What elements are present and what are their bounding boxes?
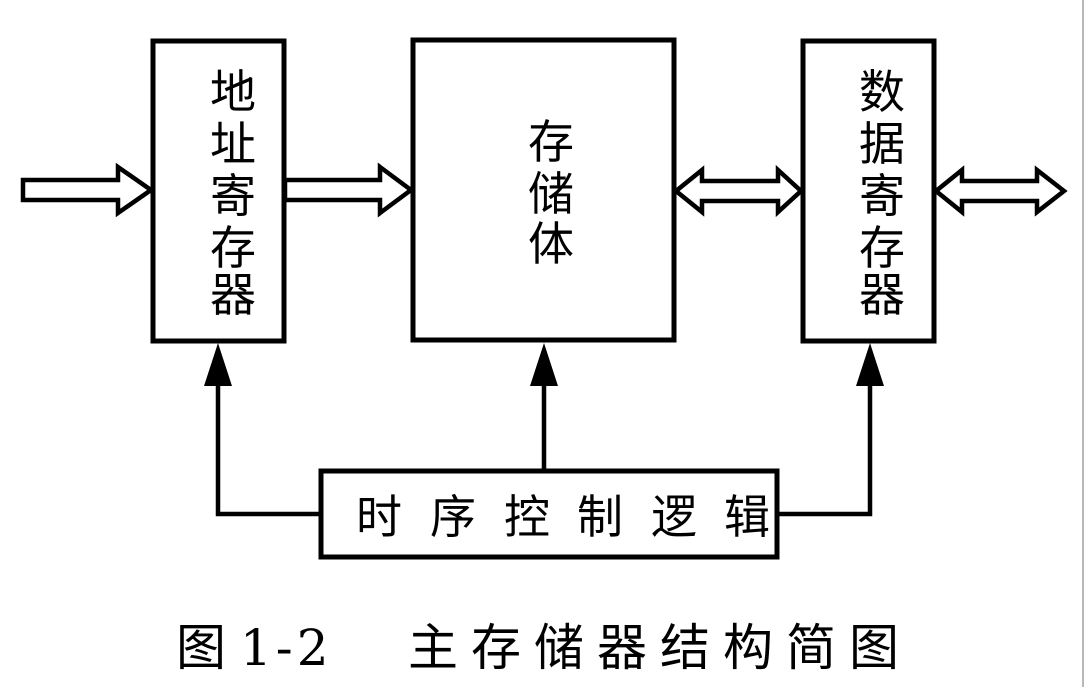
address-register-box xyxy=(150,38,287,344)
address-register-label-char: 寄 xyxy=(210,169,256,223)
memory-body-block: 存 储 体 xyxy=(410,37,677,343)
address-bus-arrow xyxy=(282,162,415,218)
caption-figure-label: 图 xyxy=(176,619,226,677)
control-to-data-register-connector xyxy=(777,343,884,517)
address-register-label-char: 存 xyxy=(210,221,256,275)
arrowhead-up-icon xyxy=(856,343,884,386)
arrowhead-up-icon xyxy=(204,343,232,386)
timing-control-label-char: 时 xyxy=(356,490,402,544)
caption-figure-number: 1-2 xyxy=(240,619,333,677)
memory-body-label-char: 储 xyxy=(528,167,574,221)
data-register-box xyxy=(800,38,937,344)
input-bus-arrow xyxy=(20,162,155,218)
timing-control-logic-block: 时 序 控 制 逻 辑 xyxy=(318,468,780,560)
control-to-data-wire xyxy=(777,384,873,517)
address-register-label-char: 地 xyxy=(210,65,256,119)
external-data-bus-arrow xyxy=(932,165,1068,217)
timing-control-label-char: 制 xyxy=(577,490,623,544)
memory-body-label-char: 体 xyxy=(528,217,574,271)
data-register-label-char: 器 xyxy=(859,268,905,322)
timing-control-label-char: 控 xyxy=(504,490,550,544)
memory-body-label-char: 存 xyxy=(528,115,574,169)
data-register-label-char: 据 xyxy=(859,117,905,171)
data-register-block: 数 据 寄 存 器 xyxy=(800,38,937,344)
figure-caption: 图 1-2 主存储器结构简图 xyxy=(176,619,912,677)
address-register-block: 地 址 寄 存 器 xyxy=(150,38,287,344)
caption-title: 主存储器结构简图 xyxy=(408,619,912,677)
timing-control-label-char: 序 xyxy=(430,490,476,544)
data-register-label-char: 存 xyxy=(859,221,905,275)
arrowhead-up-icon xyxy=(530,343,558,386)
address-register-label-char: 址 xyxy=(210,117,256,171)
memory-body-box xyxy=(410,37,677,343)
timing-control-label-char: 辑 xyxy=(724,490,770,544)
memory-data-bus-arrow xyxy=(672,164,805,218)
data-register-label-char: 数 xyxy=(859,65,905,119)
data-register-label-char: 寄 xyxy=(859,169,905,223)
address-register-label-char: 器 xyxy=(210,268,256,322)
control-to-address-wire xyxy=(215,384,321,517)
control-to-address-register-connector xyxy=(204,343,321,517)
timing-control-label-char: 逻 xyxy=(651,490,697,544)
control-to-memory-body-connector xyxy=(530,343,558,471)
